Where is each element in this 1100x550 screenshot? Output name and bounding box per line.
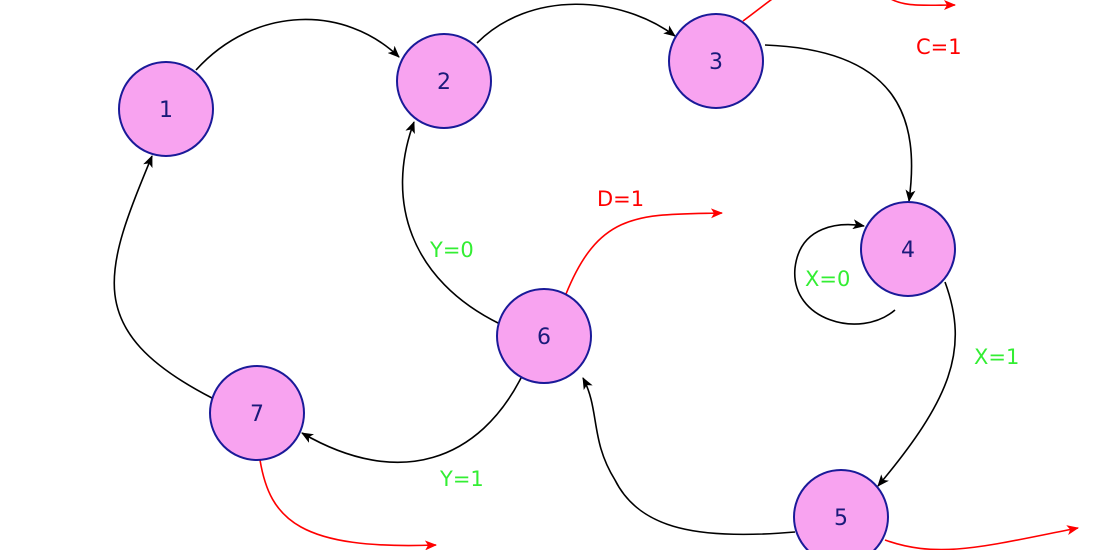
condition-label-4-to-5: X=1 bbox=[974, 345, 1019, 369]
state-label-5: 5 bbox=[834, 506, 848, 531]
output-arrow-5 bbox=[884, 525, 1079, 550]
output-arrow-7 bbox=[259, 459, 437, 550]
state-7: 7 bbox=[209, 365, 305, 461]
state-5: 5 bbox=[793, 469, 889, 550]
output-label-6: D=1 bbox=[597, 187, 644, 211]
state-6: 6 bbox=[496, 288, 592, 384]
transition-2-to-3 bbox=[476, 3, 676, 44]
output-label-3: C=1 bbox=[916, 35, 962, 59]
transition-7-to-1 bbox=[113, 155, 213, 399]
transition-5-to-6 bbox=[582, 377, 796, 536]
state-2: 2 bbox=[396, 33, 492, 129]
transition-3-to-4 bbox=[764, 44, 916, 202]
output-arrow-6 bbox=[565, 208, 723, 295]
states: 1 2 3 4 5 6 7 bbox=[118, 13, 956, 550]
transition-4-to-5 bbox=[877, 281, 957, 487]
transition-1-to-2 bbox=[195, 18, 400, 71]
transition-6-to-2 bbox=[401, 121, 501, 325]
transitions bbox=[113, 3, 957, 536]
transition-4-self-loop bbox=[794, 219, 896, 325]
condition-label-6-to-7: Y=1 bbox=[439, 467, 484, 491]
state-label-7: 7 bbox=[250, 402, 264, 427]
state-label-6: 6 bbox=[537, 325, 551, 350]
state-label-3: 3 bbox=[709, 50, 723, 75]
state-1: 1 bbox=[118, 61, 214, 157]
output-arrow-3-tail bbox=[891, 0, 956, 11]
state-label-1: 1 bbox=[159, 98, 173, 123]
state-3: 3 bbox=[668, 13, 764, 109]
condition-label-6-to-2: Y=0 bbox=[429, 238, 474, 262]
state-label-2: 2 bbox=[437, 70, 451, 95]
labels: C=1 D=1 Y=0 X=0 X=1 Y=1 bbox=[429, 35, 1019, 491]
transition-6-to-7 bbox=[301, 375, 523, 464]
state-label-4: 4 bbox=[901, 238, 915, 263]
output-arrow-3 bbox=[742, 0, 773, 22]
state-4: 4 bbox=[860, 201, 956, 297]
condition-label-4-self-loop: X=0 bbox=[805, 267, 850, 291]
outputs bbox=[259, 0, 1079, 550]
